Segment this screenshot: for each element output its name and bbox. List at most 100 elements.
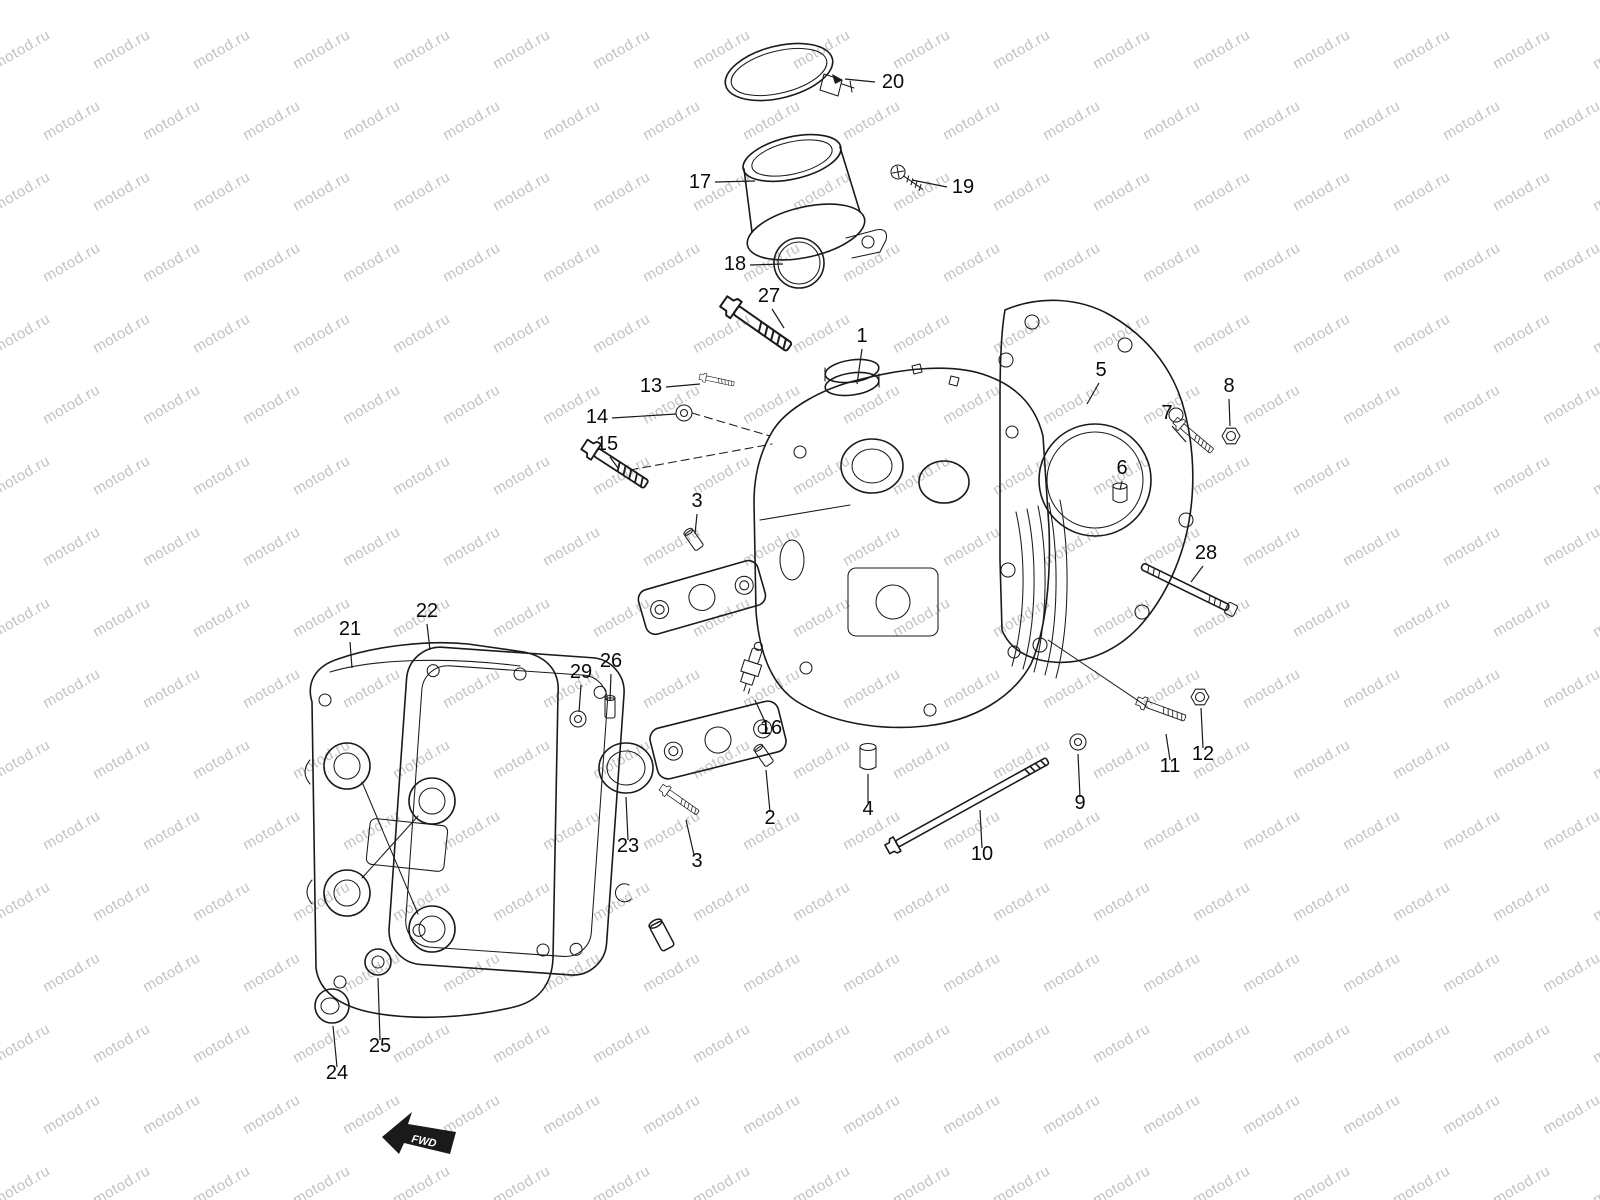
callout-leader-line <box>609 673 612 701</box>
dowel-pin-upper <box>682 526 705 552</box>
callout-25: 25 <box>369 977 391 1057</box>
part-number-label: 13 <box>640 375 662 397</box>
callout-18: 18 <box>724 253 784 275</box>
part-number-label: 8 <box>1223 375 1234 397</box>
callout-15: 15 <box>596 433 619 469</box>
callout-leader-line <box>749 263 784 266</box>
callout-leader-line <box>665 383 701 388</box>
callout-leader-line <box>377 977 381 1041</box>
callout-2: 2 <box>764 769 776 829</box>
part-number-label: 7 <box>1161 402 1172 424</box>
long-bolt-10 <box>882 752 1053 858</box>
part-number-label: 22 <box>416 600 438 622</box>
bolt-13 <box>698 372 736 389</box>
part-number-label: 19 <box>952 176 974 198</box>
part-number-label: 4 <box>862 798 873 820</box>
part-number-label: 25 <box>369 1035 391 1057</box>
callout-27: 27 <box>758 285 785 329</box>
bolt-27 <box>716 292 796 357</box>
circlip <box>614 883 632 903</box>
callout-11: 11 <box>1160 733 1180 777</box>
callout-leader-line <box>771 308 785 329</box>
part-number-label: 10 <box>971 843 993 865</box>
callout-leader-line <box>1171 425 1187 443</box>
callout-leader-line <box>979 809 983 849</box>
part-number-label: 23 <box>617 835 639 857</box>
o-ring <box>773 237 825 289</box>
part-number-label: 15 <box>596 433 618 455</box>
callout-24: 24 <box>326 1025 348 1084</box>
camshaft-holder-lower <box>649 700 787 780</box>
callout-3: 3 <box>685 819 703 872</box>
callout-leader-line <box>1086 382 1100 405</box>
callout-leader-line <box>1228 398 1231 427</box>
callout-leader-line <box>332 1025 338 1068</box>
callout-9: 9 <box>1074 753 1086 814</box>
callout-20: 20 <box>844 71 904 93</box>
callout-leader-line <box>1077 753 1081 798</box>
callout-layer: 1233456789101112131415161718192021222324… <box>326 71 1235 1084</box>
cover-gasket <box>388 646 625 976</box>
callout-16: 16 <box>754 699 782 739</box>
callout-leader-line <box>426 623 431 651</box>
callout-leader-line <box>856 348 863 385</box>
dowel-large <box>646 916 676 953</box>
bolt-11 <box>1134 694 1188 725</box>
part-number-label: 9 <box>1074 792 1085 814</box>
part-number-label: 29 <box>570 661 592 683</box>
part-number-label: 14 <box>586 406 608 428</box>
fwd-marker: FWD <box>382 1112 456 1154</box>
callout-26: 26 <box>600 650 622 701</box>
part-number-label: 21 <box>339 618 361 640</box>
camshaft-holder-upper <box>637 559 767 636</box>
callout-leader-line <box>1190 565 1204 583</box>
part-number-label: 28 <box>1195 542 1217 564</box>
part-number-label: 12 <box>1192 743 1214 765</box>
callout-6: 6 <box>1116 457 1128 491</box>
callout-leader-line <box>685 819 695 856</box>
callout-17: 17 <box>689 171 756 193</box>
part-number-label: 17 <box>689 171 711 193</box>
callout-leader-line <box>754 699 767 725</box>
washer-14 <box>675 404 693 422</box>
part-number-label: 3 <box>691 490 702 512</box>
head-gasket <box>998 299 1194 664</box>
callout-leader-line <box>714 180 756 183</box>
cam-end-seal <box>598 742 654 794</box>
fwd-arrow-icon <box>382 1112 456 1154</box>
callout-leader-line <box>911 179 948 188</box>
callout-leader-line <box>1119 480 1123 491</box>
callout-12: 12 <box>1192 707 1214 765</box>
callout-3: 3 <box>691 490 703 535</box>
callout-19: 19 <box>911 176 974 198</box>
callout-23: 23 <box>617 796 639 857</box>
callout-13: 13 <box>640 375 701 397</box>
part-number-label: 24 <box>326 1062 348 1084</box>
cylinder-head <box>753 358 1068 729</box>
bolt-3 <box>657 782 702 818</box>
callout-leader-line <box>609 456 619 469</box>
callout-1: 1 <box>856 325 868 385</box>
seal-washer-25 <box>364 948 392 976</box>
stud-28 <box>1140 563 1238 617</box>
part-number-label: 3 <box>691 850 702 872</box>
cap-bolt-24 <box>314 988 350 1024</box>
part-number-label: 1 <box>856 325 867 347</box>
pipe-screw <box>887 161 928 196</box>
nut-8 <box>1221 427 1241 445</box>
part-number-label: 26 <box>600 650 622 672</box>
callout-8: 8 <box>1223 375 1235 427</box>
fwd-label: FWD <box>410 1133 437 1150</box>
callout-4: 4 <box>862 774 874 820</box>
callout-29: 29 <box>570 661 592 713</box>
part-number-label: 18 <box>724 253 746 275</box>
callout-leader-line <box>1165 733 1171 761</box>
part-number-label: 27 <box>758 285 780 307</box>
alignment-dashes <box>629 412 773 471</box>
part-number-label: 2 <box>764 807 775 829</box>
callout-leader-line <box>611 413 677 419</box>
callout-leader-line <box>694 513 698 535</box>
nut-12 <box>1190 688 1210 706</box>
